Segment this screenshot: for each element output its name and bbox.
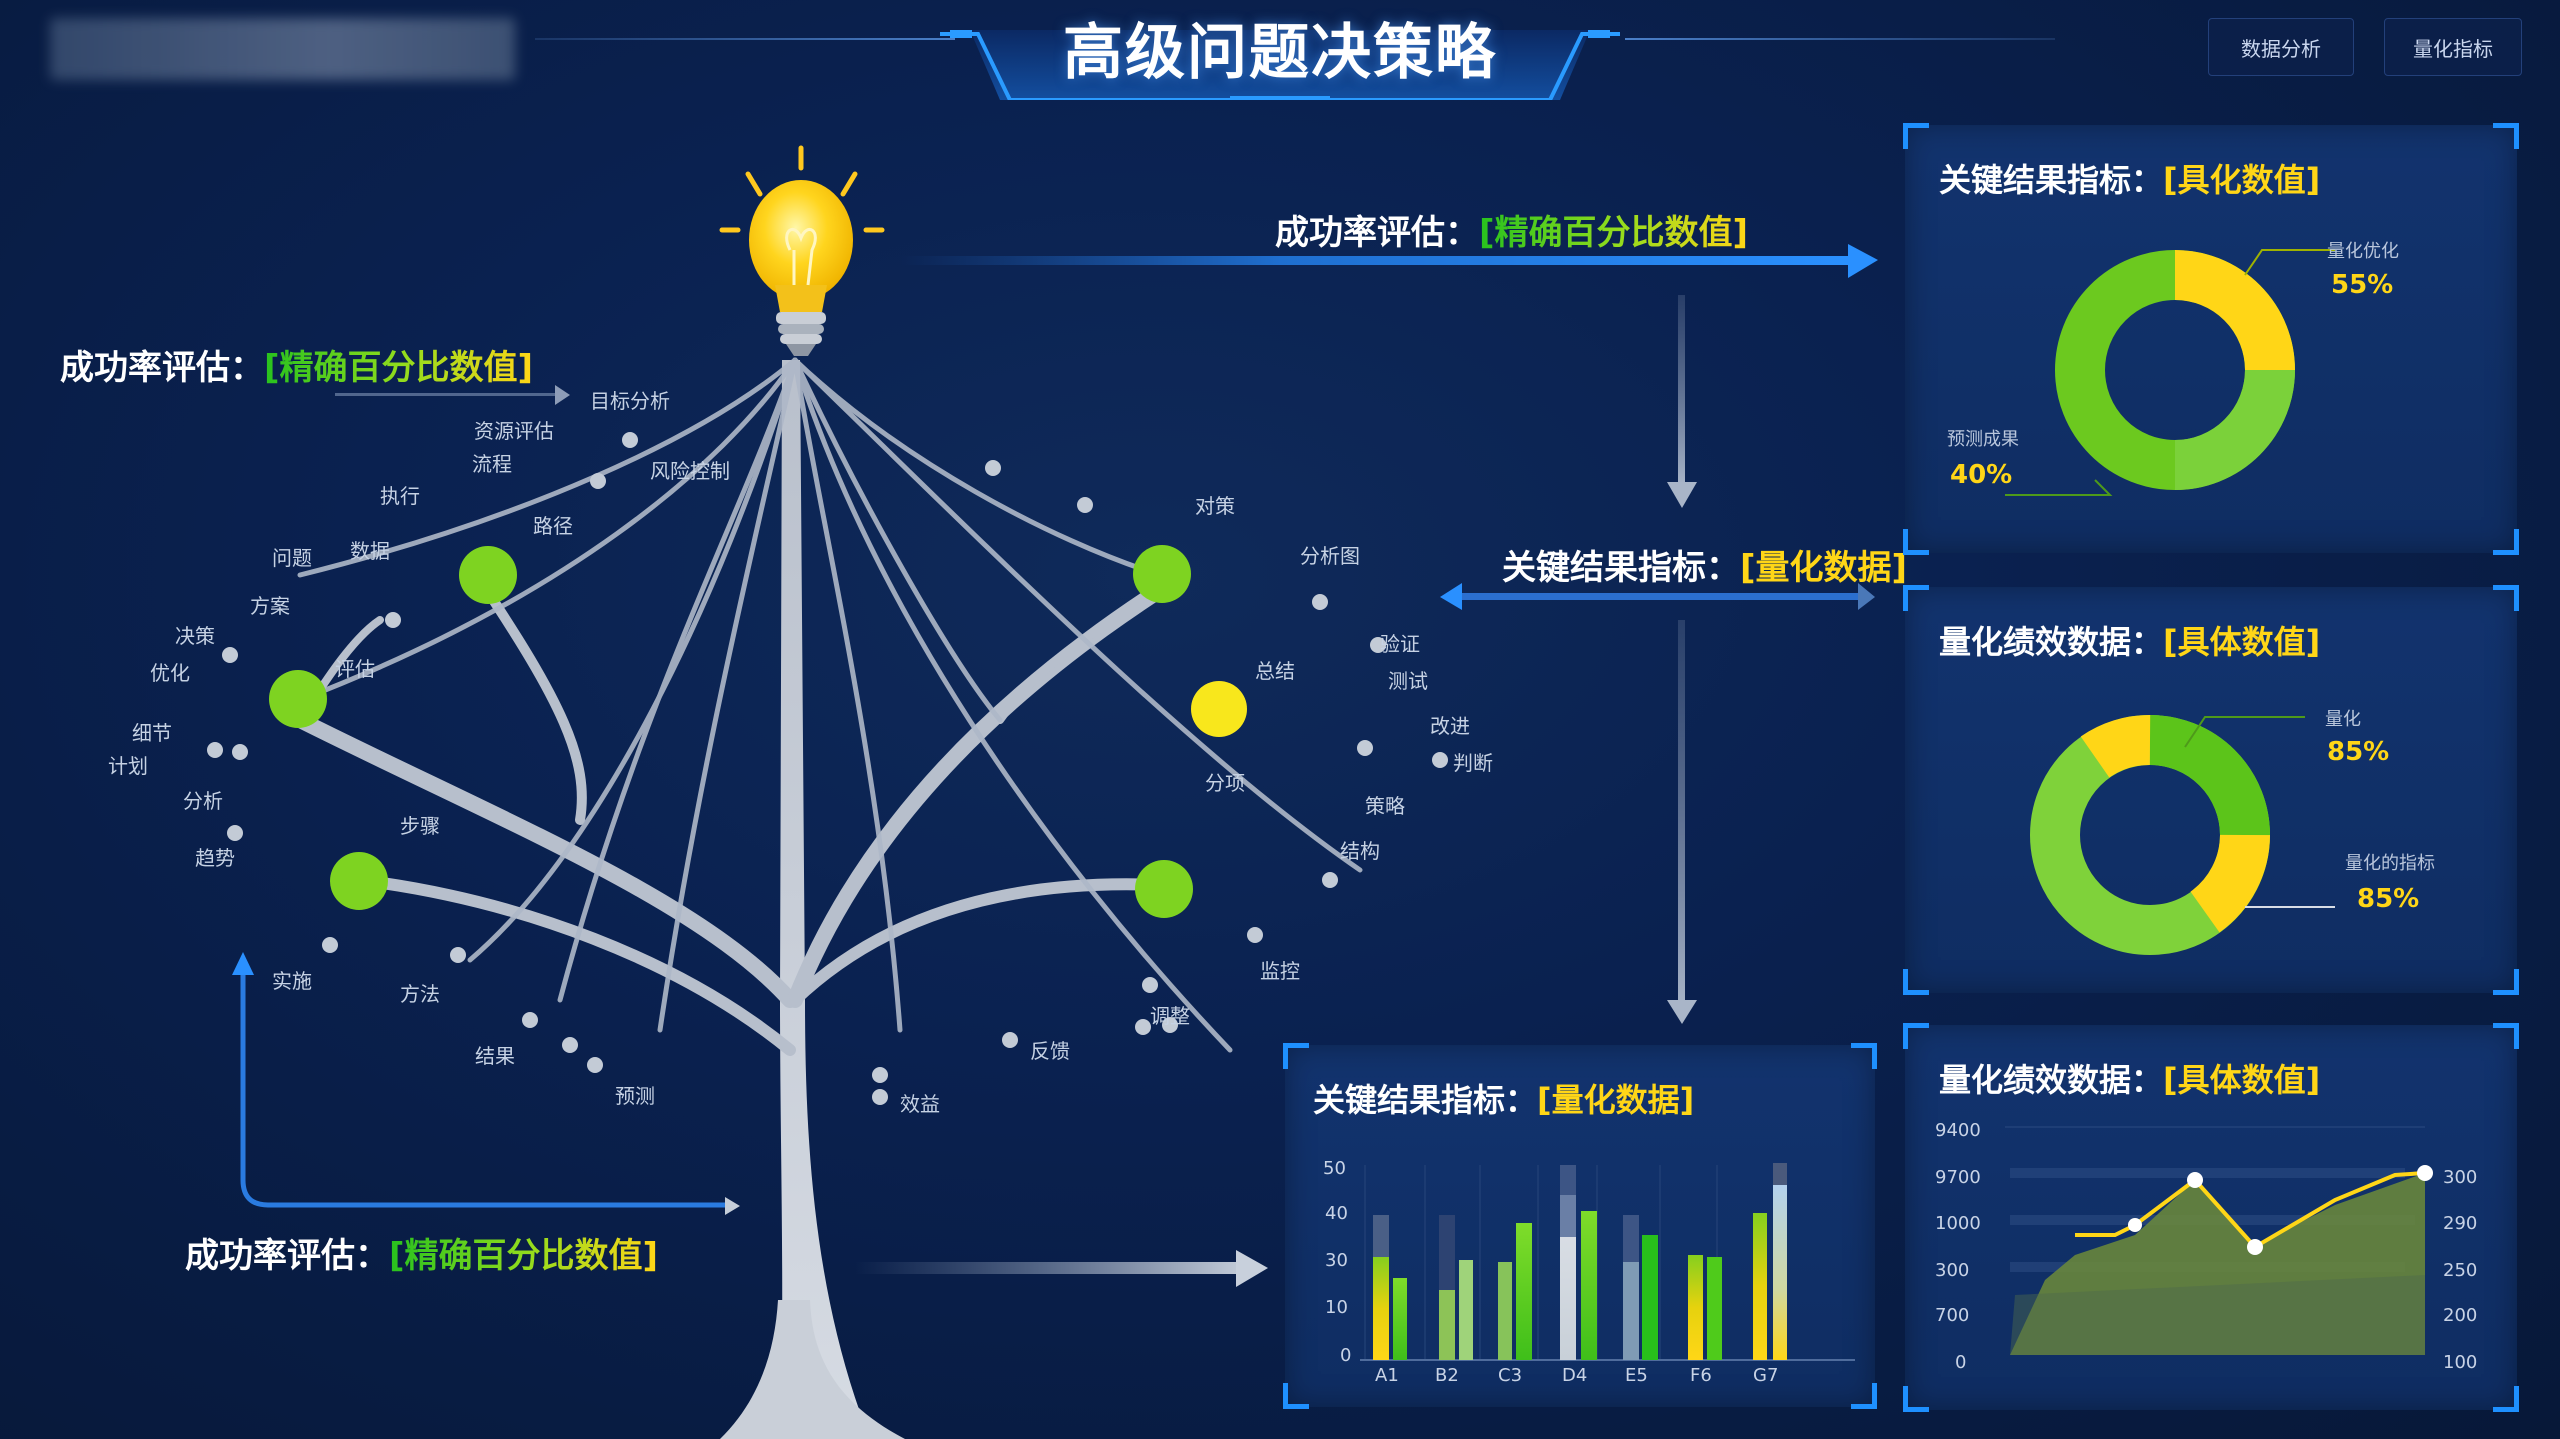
tree-label: 趋势 bbox=[195, 846, 235, 870]
bar-chart bbox=[1360, 1163, 1855, 1361]
tree-label: 分析 bbox=[183, 789, 223, 813]
key-result-label-middle: 关键结果指标：[量化数据] bbox=[1502, 548, 1908, 588]
arrow-top-left bbox=[335, 385, 570, 405]
panel-title: 关键结果指标：[量化数据] bbox=[1313, 1081, 1695, 1119]
data-analysis-button[interactable]: 数据分析 bbox=[2208, 18, 2354, 76]
tree-label: 调整 bbox=[1150, 1004, 1190, 1028]
arrow-down-1 bbox=[1667, 295, 1697, 508]
success-rate-label-top: 成功率评估：[精确百分比数值] bbox=[1275, 213, 1749, 253]
tree-node-1 bbox=[459, 546, 517, 604]
header-line-left bbox=[535, 38, 955, 40]
tree-label: 改进 bbox=[1430, 714, 1470, 738]
donut-chart-2 bbox=[2030, 715, 2335, 955]
tree-label: 方案 bbox=[250, 594, 290, 618]
tree-label: 效益 bbox=[900, 1092, 940, 1116]
tree-label: 决策 bbox=[175, 624, 215, 648]
tree-node-4 bbox=[1133, 545, 1191, 603]
tree-label: 结构 bbox=[1340, 839, 1380, 863]
tree-label: 实施 bbox=[272, 969, 312, 993]
tree-label: 方法 bbox=[400, 982, 440, 1006]
tree-label: 资源评估 bbox=[474, 419, 554, 443]
tree-node-2 bbox=[269, 670, 327, 728]
panel-key-results-bars: 关键结果指标：[量化数据] bbox=[1283, 1043, 1877, 1409]
panel-title: 量化绩效数据：[具体数值] bbox=[1939, 1061, 2321, 1099]
tree-label: 结果 bbox=[475, 1044, 515, 1068]
tree-label: 监控 bbox=[1260, 959, 1300, 983]
tree-label: 步骤 bbox=[400, 814, 440, 838]
tree-node-5 bbox=[1191, 681, 1247, 737]
tree-trunk bbox=[780, 360, 870, 1439]
tree-label: 目标分析 bbox=[590, 389, 670, 413]
panel-title: 关键结果指标：[具化数值] bbox=[1939, 161, 2321, 199]
tree-label: 分析图 bbox=[1300, 544, 1360, 568]
panel-performance-area: 量化绩效数据：[具体数值] 9400 9700 1000 300 700 0 3… bbox=[1903, 1023, 2519, 1412]
panel-performance-donut: 量化绩效数据：[具体数值] 量化 85% 量化的指标 85% bbox=[1903, 585, 2519, 995]
tree-label: 执行 bbox=[380, 484, 420, 508]
panel-key-results-donut: 关键结果指标：[具化数值] 量化优化 55% 预测成果 40% bbox=[1903, 123, 2519, 555]
success-rate-label-top-left: 成功率评估：[精确百分比数值] bbox=[60, 348, 534, 388]
area-chart bbox=[2005, 1126, 2433, 1355]
tree-label: 评估 bbox=[335, 657, 375, 681]
tree-label: 判断 bbox=[1453, 751, 1493, 775]
tree-label: 计划 bbox=[108, 754, 148, 778]
title-plate bbox=[940, 30, 1620, 100]
tree-label: 优化 bbox=[150, 661, 190, 685]
tree-label: 反馈 bbox=[1030, 1039, 1070, 1063]
arrow-bottom-left-elbow bbox=[232, 952, 740, 1215]
tree-label: 流程 bbox=[472, 452, 512, 476]
donut-chart-1 bbox=[2005, 249, 2335, 496]
arrow-down-2 bbox=[1667, 620, 1697, 1024]
tree-label: 路径 bbox=[533, 514, 573, 538]
tree-label: 总结 bbox=[1255, 659, 1295, 683]
tree-node-6 bbox=[1135, 860, 1193, 918]
success-rate-label-bottom-left: 成功率评估：[精确百分比数值] bbox=[185, 1236, 659, 1276]
tree-node-3 bbox=[330, 852, 388, 910]
panel-title: 量化绩效数据：[具体数值] bbox=[1939, 623, 2321, 661]
tree-label: 验证 bbox=[1380, 632, 1420, 656]
tree-label: 数据 bbox=[350, 539, 390, 563]
page-title: 高级问题决策略 bbox=[1063, 18, 1497, 88]
tree-label: 问题 bbox=[272, 546, 312, 570]
blurred-logo bbox=[50, 18, 515, 80]
lightbulb-icon bbox=[719, 145, 885, 356]
arrow-bottom-right bbox=[855, 1250, 1268, 1287]
tree-label: 细节 bbox=[132, 721, 172, 745]
quant-metrics-button[interactable]: 量化指标 bbox=[2384, 18, 2522, 76]
tree-label: 对策 bbox=[1195, 494, 1235, 518]
tree-label: 分项 bbox=[1205, 771, 1245, 795]
tree-label: 预测 bbox=[615, 1084, 655, 1108]
arrow-top-right bbox=[900, 244, 1878, 278]
tree-label: 风险控制 bbox=[650, 459, 730, 483]
arrow-double-middle bbox=[1440, 583, 1875, 610]
tree-label: 策略 bbox=[1365, 794, 1405, 818]
tree-label: 测试 bbox=[1388, 669, 1428, 693]
